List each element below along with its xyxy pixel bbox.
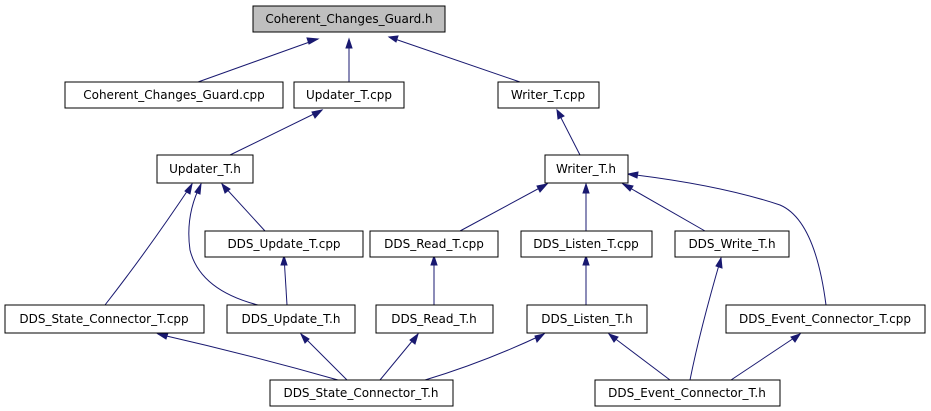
nodes: Coherent_Changes_Guard.h Coherent_Change…: [4, 5, 926, 407]
arrowhead-icon: [790, 333, 802, 343]
node-label: DDS_State_Connector_T.h: [283, 386, 438, 400]
node-label: DDS_Update_T.h: [242, 312, 341, 326]
arrowhead-icon: [194, 182, 202, 195]
edge-dds-update-h-to-updater-h: [188, 183, 259, 306]
node-dds-listen-t-cpp[interactable]: DDS_Listen_T.cpp: [520, 230, 653, 258]
edge-dds-read-cpp-to-writer-h: [459, 183, 548, 232]
node-label: Updater_T.h: [169, 162, 241, 176]
node-label: DDS_Listen_T.h: [541, 312, 632, 326]
edge-state-conn-h-to-dds-update-h: [300, 333, 348, 381]
arrowhead-icon: [536, 183, 549, 193]
node-label: DDS_State_Connector_T.cpp: [19, 312, 188, 326]
edge-state-conn-h-to-state-conn-cpp: [157, 333, 339, 381]
edges: [104, 35, 827, 381]
node-dds-read-t-cpp[interactable]: DDS_Read_T.cpp: [369, 230, 499, 258]
arrowhead-icon: [607, 333, 619, 343]
arrowhead-icon: [556, 108, 565, 120]
arrowhead-icon: [715, 256, 723, 269]
node-dds-listen-t-h[interactable]: DDS_Listen_T.h: [526, 304, 648, 334]
node-label: DDS_Read_T.cpp: [384, 237, 484, 251]
arrowhead-icon: [311, 109, 324, 119]
edge-event-conn-h-to-dds-write-h: [689, 257, 722, 381]
node-dds-state-connector-t-cpp[interactable]: DDS_State_Connector_T.cpp: [4, 304, 205, 334]
node-label: Coherent_Changes_Guard.h: [265, 12, 432, 26]
node-label: DDS_Listen_T.cpp: [533, 237, 639, 251]
node-label: Writer_T.cpp: [511, 88, 585, 102]
node-label: DDS_Read_T.h: [391, 312, 477, 326]
node-updater-t-cpp[interactable]: Updater_T.cpp: [293, 81, 405, 109]
arrowhead-icon: [184, 182, 193, 195]
arrowhead-icon: [280, 254, 288, 266]
node-label: DDS_Write_T.h: [688, 237, 775, 251]
node-dds-event-connector-t-cpp[interactable]: DDS_Event_Connector_T.cpp: [725, 304, 926, 334]
arrowhead-icon: [582, 254, 590, 266]
node-writer-t-cpp[interactable]: Writer_T.cpp: [497, 81, 600, 109]
node-label: DDS_Event_Connector_T.h: [608, 386, 766, 400]
edge-event-conn-h-to-dds-listen-h: [608, 333, 671, 381]
node-label: Updater_T.cpp: [306, 88, 392, 102]
edge-ccg-cpp-to-root: [197, 38, 319, 83]
arrowhead-icon: [387, 35, 399, 43]
node-updater-t-h[interactable]: Updater_T.h: [156, 154, 254, 184]
node-writer-t-h[interactable]: Writer_T.h: [544, 154, 629, 184]
edge-dds-update-cpp-to-updater-h: [221, 183, 266, 232]
edge-writer-cpp-to-root: [388, 36, 521, 83]
node-label: Coherent_Changes_Guard.cpp: [83, 88, 265, 102]
arrowhead-icon: [306, 37, 320, 45]
arrowhead-icon: [430, 254, 438, 266]
edge-updater-h-to-updater-cpp: [229, 109, 323, 156]
arrowhead-icon: [409, 332, 419, 345]
node-dds-state-connector-t-h[interactable]: DDS_State_Connector_T.h: [269, 379, 454, 407]
edge-event-conn-h-to-event-conn-cpp: [730, 333, 801, 381]
node-dds-update-t-cpp[interactable]: DDS_Update_T.cpp: [204, 230, 364, 258]
arrowhead-icon: [621, 183, 634, 192]
arrowhead-icon: [156, 332, 169, 340]
edge-dds-write-h-to-writer-h: [622, 183, 706, 232]
node-dds-update-t-h[interactable]: DDS_Update_T.h: [226, 304, 356, 334]
arrowhead-icon: [626, 171, 639, 179]
node-dds-write-t-h[interactable]: DDS_Write_T.h: [674, 230, 790, 258]
node-coherent-changes-guard-h[interactable]: Coherent_Changes_Guard.h: [252, 5, 446, 33]
edge-event-conn-cpp-to-writer-h: [627, 173, 827, 306]
edge-state-conn-cpp-to-updater-h: [104, 183, 193, 306]
edge-state-conn-h-to-dds-listen-h: [424, 333, 545, 381]
node-label: DDS_Update_T.cpp: [227, 237, 340, 251]
arrowhead-icon: [582, 182, 590, 194]
arrowhead-icon: [345, 37, 353, 49]
node-label: Writer_T.h: [556, 162, 616, 176]
node-label: DDS_Event_Connector_T.cpp: [739, 312, 911, 326]
arrowhead-icon: [299, 332, 310, 344]
node-dds-event-connector-t-h[interactable]: DDS_Event_Connector_T.h: [594, 379, 781, 407]
arrowhead-icon: [534, 333, 546, 343]
arrowhead-icon: [221, 182, 231, 194]
node-dds-read-t-h[interactable]: DDS_Read_T.h: [375, 304, 494, 334]
node-coherent-changes-guard-cpp[interactable]: Coherent_Changes_Guard.cpp: [64, 81, 284, 109]
